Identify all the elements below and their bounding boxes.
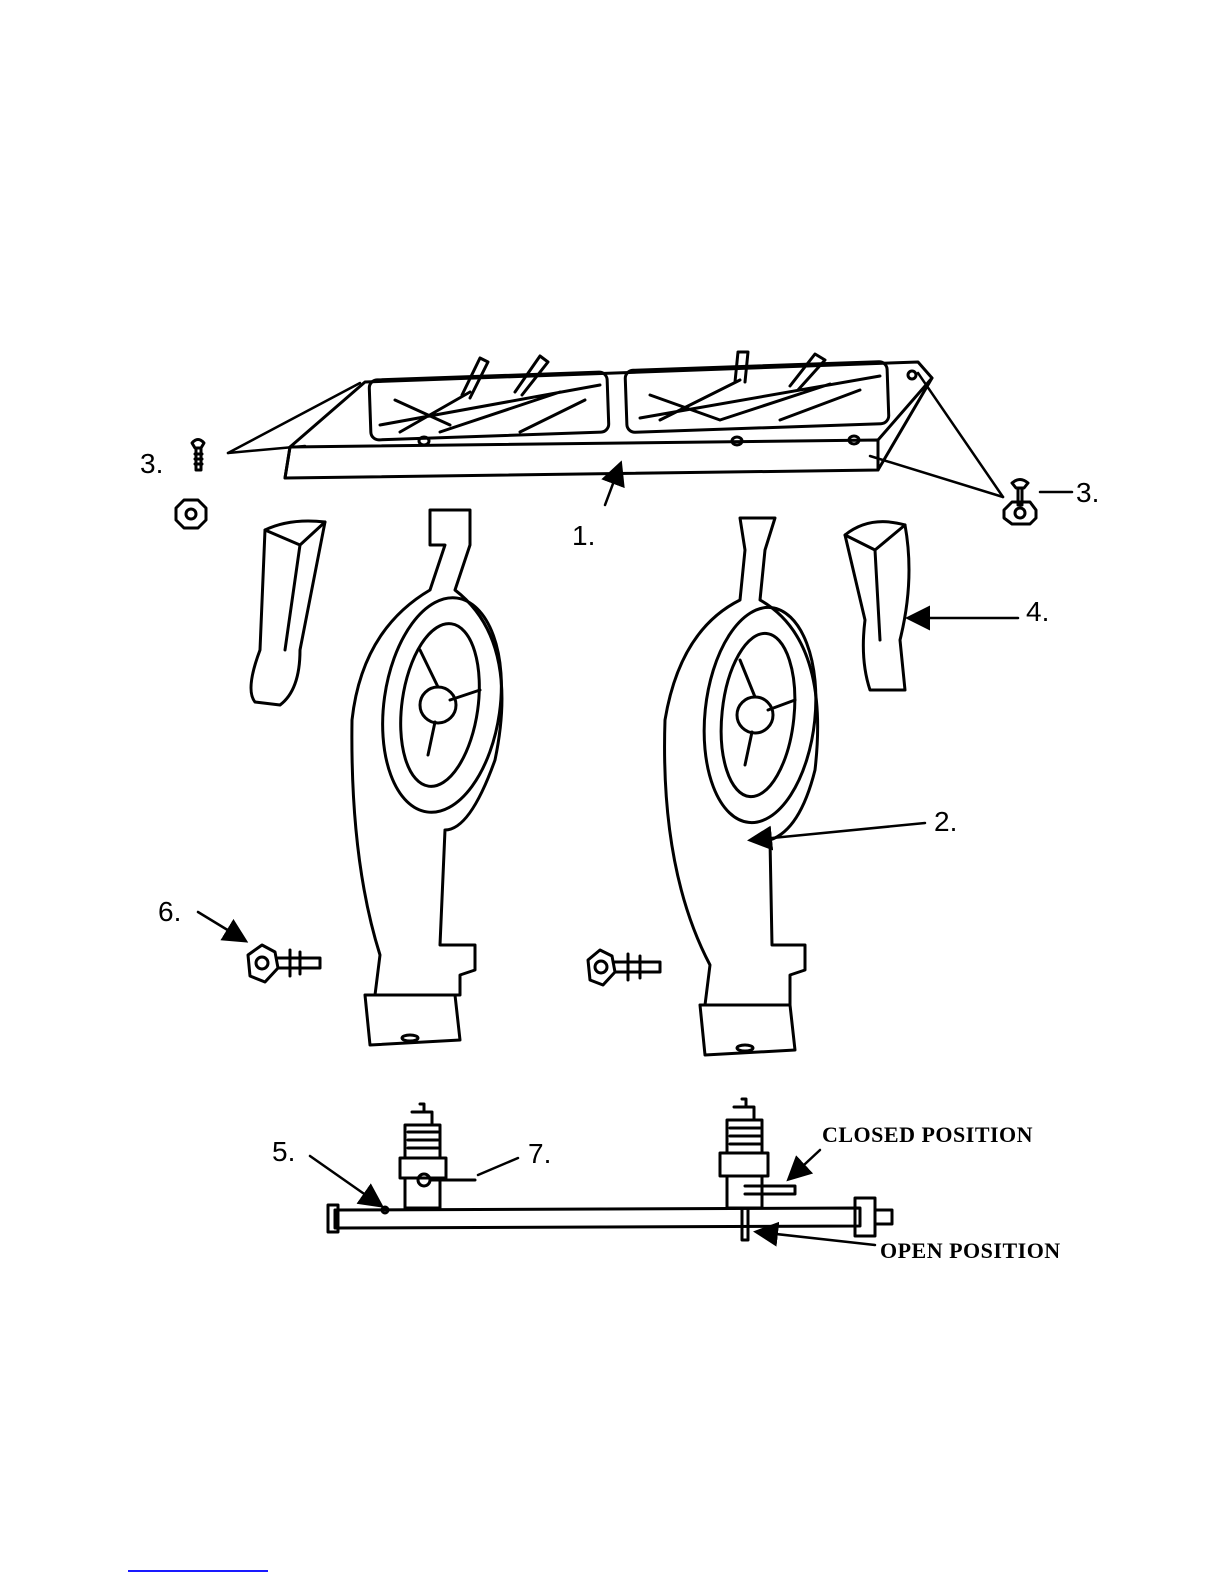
gas-manifold <box>328 1198 892 1236</box>
leg-left <box>251 521 325 705</box>
burner-left <box>352 510 515 1045</box>
knob-icon <box>588 950 660 985</box>
label-part-2: 2. <box>934 808 957 836</box>
label-open-position: OPEN POSITION <box>880 1240 1061 1262</box>
valve-icon <box>720 1099 795 1240</box>
label-part-1: 1. <box>572 522 595 550</box>
burner-right <box>665 518 826 1055</box>
nut-icon <box>176 500 206 528</box>
label-part-6: 6. <box>158 898 181 926</box>
top-grate-frame <box>285 352 932 478</box>
label-closed-position: CLOSED POSITION <box>822 1124 1033 1146</box>
leg-right <box>845 522 909 690</box>
knob-icon <box>248 945 320 982</box>
label-part-3-right: 3. <box>1076 479 1099 507</box>
footer-link-underline[interactable] <box>128 1570 268 1572</box>
label-part-5: 5. <box>272 1138 295 1166</box>
label-part-4: 4. <box>1026 598 1049 626</box>
label-part-7: 7. <box>528 1140 551 1168</box>
screw-icon <box>192 440 204 471</box>
valve-icon <box>400 1104 475 1208</box>
label-part-3-left: 3. <box>140 450 163 478</box>
